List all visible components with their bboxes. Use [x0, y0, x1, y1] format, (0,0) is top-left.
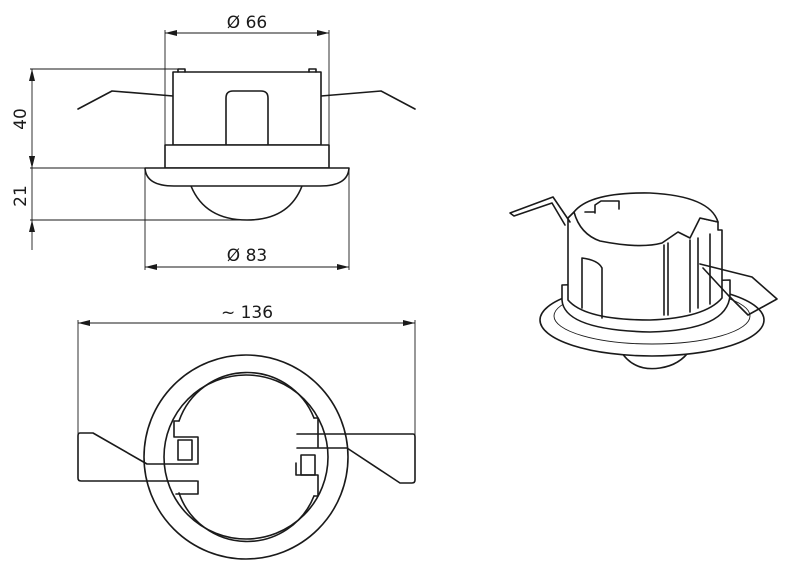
isometric-view: [509, 192, 778, 370]
spring-clip-right: [320, 90, 416, 110]
side-view: Ø 66 40 21 Ø 83: [11, 13, 416, 270]
plan-view: ~ 136: [77, 303, 416, 560]
iso-spring-left: [509, 196, 571, 226]
iso-top: [573, 192, 719, 247]
clip-slot-right: [300, 454, 316, 476]
sensor-dome: [190, 185, 303, 221]
housing-window: [225, 90, 269, 146]
dimension-label-83: Ø 83: [227, 246, 267, 266]
dimension-label-21: 21: [11, 185, 31, 207]
collar: [164, 144, 330, 169]
iso-window: [581, 257, 603, 319]
collar-circle: [163, 374, 329, 540]
spring-clip-left: [77, 90, 174, 110]
dimension-label-66: Ø 66: [227, 13, 267, 33]
housing-inner-arcs: [178, 371, 315, 543]
flange-outer-circle: [143, 354, 349, 560]
iso-spring-right: [699, 263, 778, 316]
housing-notches: [173, 417, 319, 497]
iso-ribs: [663, 233, 711, 316]
housing-tabs: [177, 68, 317, 73]
spring-clip-left-plan: [77, 432, 198, 482]
spring-clip-right-plan: [296, 433, 416, 484]
iso-top-tab: [584, 200, 620, 214]
flange: [144, 167, 350, 187]
dimension-label-40: 40: [11, 108, 31, 130]
housing-body: [172, 71, 322, 146]
dimension-label-136: ~ 136: [221, 303, 273, 323]
clip-slot-left: [177, 439, 193, 461]
